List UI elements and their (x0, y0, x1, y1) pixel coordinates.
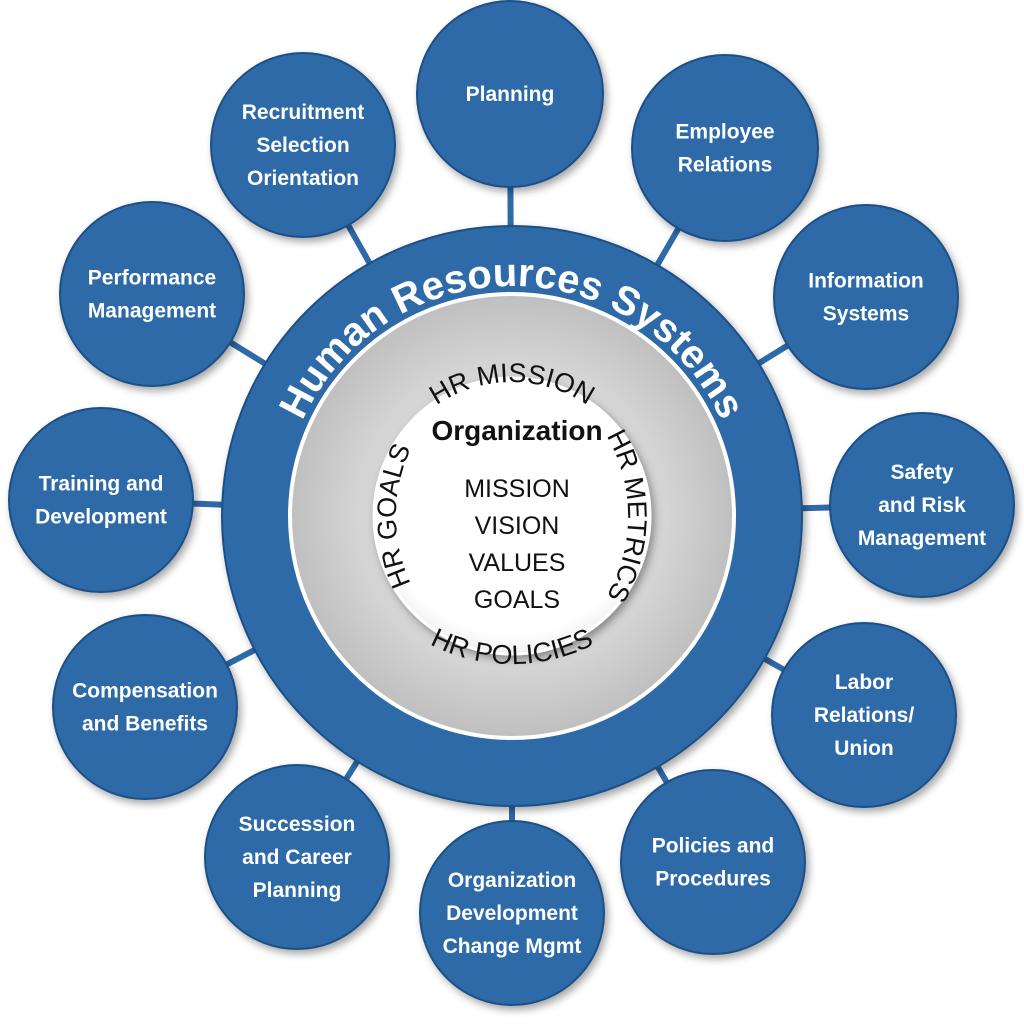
satellite-compensation: Compensation and Benefits (53, 615, 237, 799)
satellite-label-information-systems: Information (808, 270, 924, 293)
satellite-label-compensation: and Benefits (82, 713, 208, 736)
connector-training (189, 503, 226, 504)
satellite-label-recruitment: Selection (256, 134, 349, 157)
satellite-label-performance: Performance (88, 267, 216, 290)
connector-safety-risk (798, 507, 834, 508)
satellite-label-compensation: Compensation (72, 680, 218, 703)
satellite-label-org-development: Organization (448, 869, 576, 892)
satellite-label-recruitment: Recruitment (242, 101, 365, 124)
satellite-label-labor-relations: Union (834, 737, 893, 760)
satellite-label-org-development: Change Mgmt (443, 935, 582, 958)
satellite-circle-employee-relations (632, 55, 818, 241)
satellite-label-safety-risk: Safety (890, 461, 953, 484)
satellite-label-safety-risk: and Risk (878, 494, 966, 517)
connector-employee-relations (655, 225, 680, 268)
satellite-label-training: Training and (39, 473, 164, 496)
satellite-label-policies-procedures: Policies and (652, 835, 775, 858)
satellite-label-labor-relations: Labor (835, 671, 893, 694)
center-item-mission: MISSION (464, 475, 570, 503)
satellite-label-succession: Succession (239, 813, 356, 836)
center-item-values: VALUES (469, 549, 566, 577)
satellite-label-performance: Management (88, 300, 216, 323)
connector-recruitment (346, 222, 371, 267)
satellite-label-employee-relations: Relations (678, 154, 773, 177)
satellite-planning: Planning (417, 1, 603, 187)
satellite-label-planning: Planning (466, 83, 555, 106)
satellite-circle-information-systems (774, 205, 958, 389)
satellite-label-safety-risk: Management (858, 527, 986, 550)
connector-compensation (223, 648, 258, 666)
core-circles: Human Resources Systems HR MISSION HR PO… (222, 226, 802, 806)
satellite-label-employee-relations: Employee (675, 121, 774, 144)
satellite-label-succession: Planning (253, 879, 342, 902)
center-item-vision: VISION (475, 512, 560, 540)
satellite-label-training: Development (35, 506, 167, 529)
satellite-label-org-development: Development (446, 902, 578, 925)
connector-performance (227, 340, 269, 366)
connector-information-systems (755, 343, 791, 365)
satellite-label-succession: and Career (242, 846, 352, 869)
satellite-circle-performance (60, 202, 244, 386)
center-item-goals: GOALS (474, 586, 560, 614)
satellite-label-labor-relations: Relations/ (814, 704, 915, 727)
satellite-label-information-systems: Systems (823, 303, 909, 326)
satellite-circle-policies-procedures (621, 770, 805, 954)
center-title: Organization (431, 415, 602, 446)
satellite-circle-compensation (53, 615, 237, 799)
satellite-label-policies-procedures: Procedures (655, 868, 771, 891)
satellite-circle-training (9, 408, 193, 592)
satellite-label-recruitment: Orientation (247, 167, 359, 190)
